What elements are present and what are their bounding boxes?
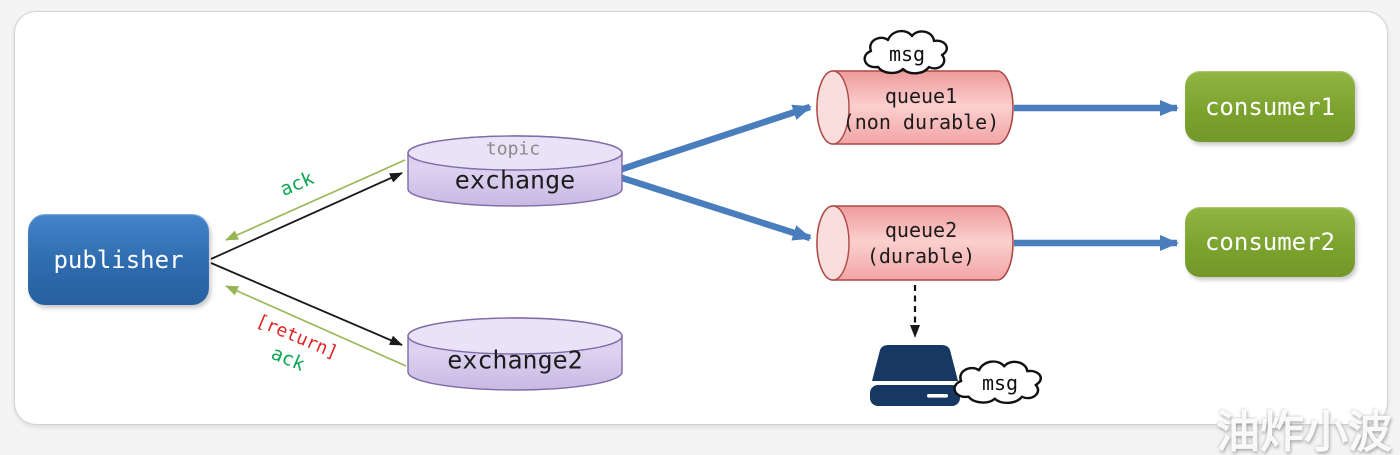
queue2-name-label: queue2 [884,218,958,242]
consumer1-node: consumer1 [1185,71,1355,142]
queue1-durability-label: (non durable) [842,110,1000,134]
consumer2-node: consumer2 [1185,207,1355,277]
queue2-durability-label: (durable) [866,244,976,268]
queue1-name-label: queue1 [884,84,958,108]
disk-msg-label: msg [981,371,1019,395]
consumer2-label: consumer2 [1204,228,1336,256]
queue1-msg-label: msg [888,42,926,66]
exchange-type-label: topic [485,138,541,160]
exchange-label: exchange [454,165,576,195]
diagram-card [14,11,1388,425]
exchange2-label: exchange2 [447,345,583,375]
watermark: 油炸小波 [1216,407,1392,455]
consumer1-label: consumer1 [1204,92,1336,121]
publisher-node: publisher [28,214,209,305]
publisher-label: publisher [53,245,184,274]
